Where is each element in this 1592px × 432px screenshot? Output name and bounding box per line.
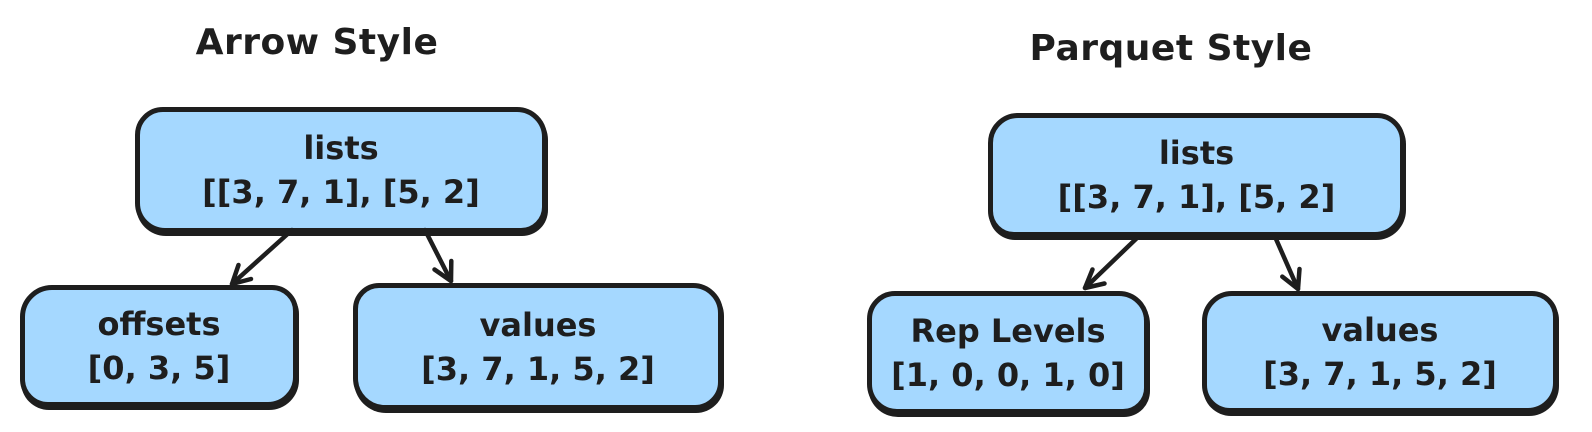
node-label: lists xyxy=(1158,134,1235,172)
node-lists-arrow: lists [[3, 7, 1], [5, 2] xyxy=(135,107,547,233)
node-value: [3, 7, 1, 5, 2] xyxy=(1263,355,1497,393)
node-value: [0, 3, 5] xyxy=(87,349,231,387)
diagram-title-arrow: Arrow Style xyxy=(195,22,439,63)
node-value: [1, 0, 0, 1, 0] xyxy=(891,355,1125,394)
node-label: values xyxy=(1321,311,1439,349)
node-lists-parquet: lists [[3, 7, 1], [5, 2] xyxy=(988,113,1405,237)
arrow-lists-to-values-parquet xyxy=(1273,236,1302,292)
node-value: [[3, 7, 1], [5, 2] xyxy=(202,173,480,211)
arrow-lists-to-offsets xyxy=(229,227,295,287)
arrow-lists-to-values-arrow xyxy=(422,227,454,284)
node-label: values xyxy=(479,305,597,344)
node-rep-levels: Rep Levels [1, 0, 0, 1, 0] xyxy=(867,291,1149,414)
node-value: [[3, 7, 1], [5, 2] xyxy=(1057,178,1336,216)
node-value: [3, 7, 1, 5, 2] xyxy=(421,349,655,388)
node-label: Rep Levels xyxy=(910,311,1106,350)
node-values-parquet: values [3, 7, 1, 5, 2] xyxy=(1202,291,1558,413)
arrow-lists-to-rep-levels xyxy=(1082,234,1141,291)
node-label: lists xyxy=(303,129,379,167)
node-offsets: offsets [0, 3, 5] xyxy=(20,285,298,407)
node-label: offsets xyxy=(97,305,221,343)
node-values-arrow: values [3, 7, 1, 5, 2] xyxy=(353,283,723,410)
diagram-title-parquet: Parquet Style xyxy=(1029,28,1313,69)
